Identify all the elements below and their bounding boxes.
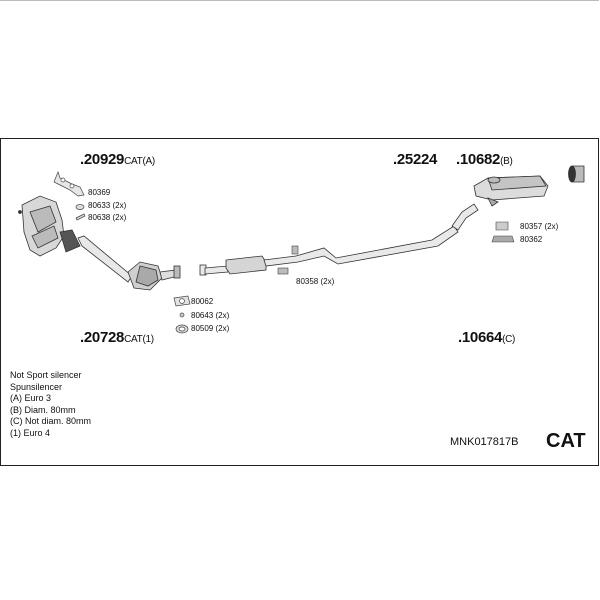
middle-pipe-icon (199, 225, 459, 276)
note-line: (1) Euro 4 (10, 427, 51, 438)
fitting-80357: 80357 (2x) (520, 222, 559, 231)
part-20929: .20929CAT(A) (80, 152, 155, 167)
rear-silencer-icon (473, 175, 549, 207)
part-number: .20929 (80, 151, 125, 168)
catalytic-converter-icon (127, 261, 181, 291)
part-suffix: CAT(A) (124, 156, 155, 167)
cat-badge: CAT (546, 430, 586, 452)
part-number: .25224 (393, 151, 438, 168)
part-25224: .25224 (393, 152, 437, 167)
part-10682: .10682(B) (456, 152, 513, 167)
flange-gasket-icon (173, 295, 191, 334)
kit-code: MNK017817B (450, 436, 519, 448)
fitting-80509: 80509 (2x) (191, 324, 230, 333)
fitting-80643: 80643 (2x) (191, 311, 230, 320)
note-line: Spunsilencer (10, 381, 63, 392)
part-number: .10682 (456, 151, 501, 168)
fitting-80062: 80062 (191, 297, 214, 306)
top-rule (0, 0, 599, 1)
part-suffix: (B) (500, 156, 513, 167)
note-line: (C) Not diam. 80mm (10, 416, 92, 426)
note-line: (B) Diam. 80mm (10, 404, 76, 415)
gasket-ring-icon (75, 204, 86, 221)
part-10664: .10664(C) (458, 330, 515, 345)
front-pipe-icon (77, 235, 133, 283)
note-line: Not Sport silencer (10, 370, 82, 380)
manifold-gasket-icon (53, 170, 85, 197)
fitting-80362: 80362 (520, 235, 543, 244)
diagram-frame (0, 138, 599, 466)
exhaust-manifold-icon (18, 195, 81, 257)
fitting-80638: 80638 (2x) (88, 213, 127, 222)
tailpipe-icon (568, 165, 585, 183)
part-number: .10664 (458, 329, 503, 346)
part-suffix: CAT(1) (124, 334, 154, 345)
note-line: (A) Euro 3 (10, 393, 52, 403)
fitting-80358: 80358 (2x) (296, 277, 335, 286)
fitting-80633: 80633 (2x) (88, 201, 127, 210)
notes-block: Not Sport silencer Spunsilencer (A) Euro… (10, 370, 91, 439)
fitting-80369: 80369 (88, 188, 111, 197)
part-20728: .20728CAT(1) (80, 330, 154, 345)
rear-pipe-icon (451, 203, 479, 231)
part-suffix: (C) (502, 334, 516, 345)
rubber-hanger-icon (491, 221, 515, 243)
pipe-clamp-icon (277, 245, 299, 275)
part-number: .20728 (80, 329, 125, 346)
